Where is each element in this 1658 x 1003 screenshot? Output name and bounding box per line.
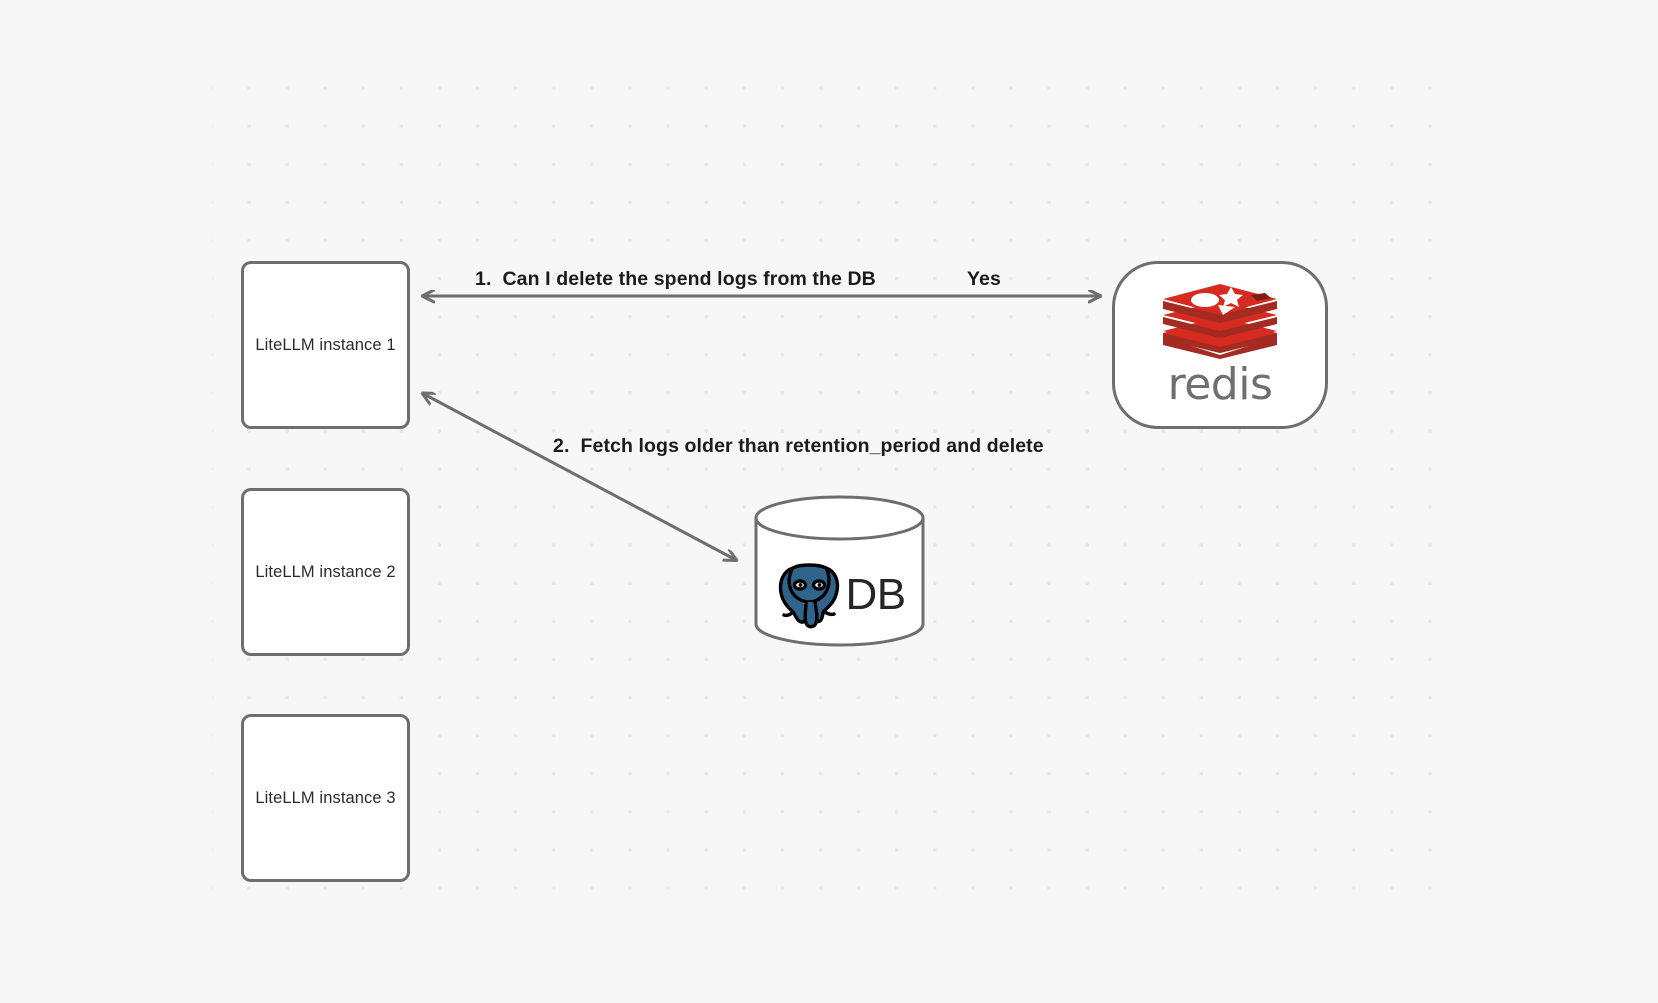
database-label-group: DB (753, 552, 926, 638)
edge-label-step-2: 2. Fetch logs older than retention_perio… (553, 435, 1044, 457)
node-litellm-instance-2[interactable]: LiteLLM instance 2 (241, 488, 410, 656)
edge-label-yes: Yes (967, 268, 1001, 290)
node-litellm-instance-3-label: LiteLLM instance 3 (255, 788, 396, 807)
redis-logo-group: redis (1161, 281, 1279, 407)
node-database[interactable]: DB (753, 494, 926, 648)
node-litellm-instance-1[interactable]: LiteLLM instance 1 (241, 261, 410, 429)
postgresql-elephant-icon (779, 563, 840, 629)
node-redis[interactable]: redis (1112, 261, 1328, 429)
redis-wordmark: redis (1167, 359, 1273, 410)
redis-logo-icon (1163, 284, 1277, 359)
database-label: DB (845, 570, 906, 619)
node-litellm-instance-2-label: LiteLLM instance 2 (255, 562, 396, 581)
edge-label-step-1: 1. Can I delete the spend logs from the … (475, 268, 876, 290)
node-litellm-instance-1-label: LiteLLM instance 1 (255, 335, 396, 354)
edge-litellm1-db-line (422, 393, 736, 560)
node-litellm-instance-3[interactable]: LiteLLM instance 3 (241, 714, 410, 882)
